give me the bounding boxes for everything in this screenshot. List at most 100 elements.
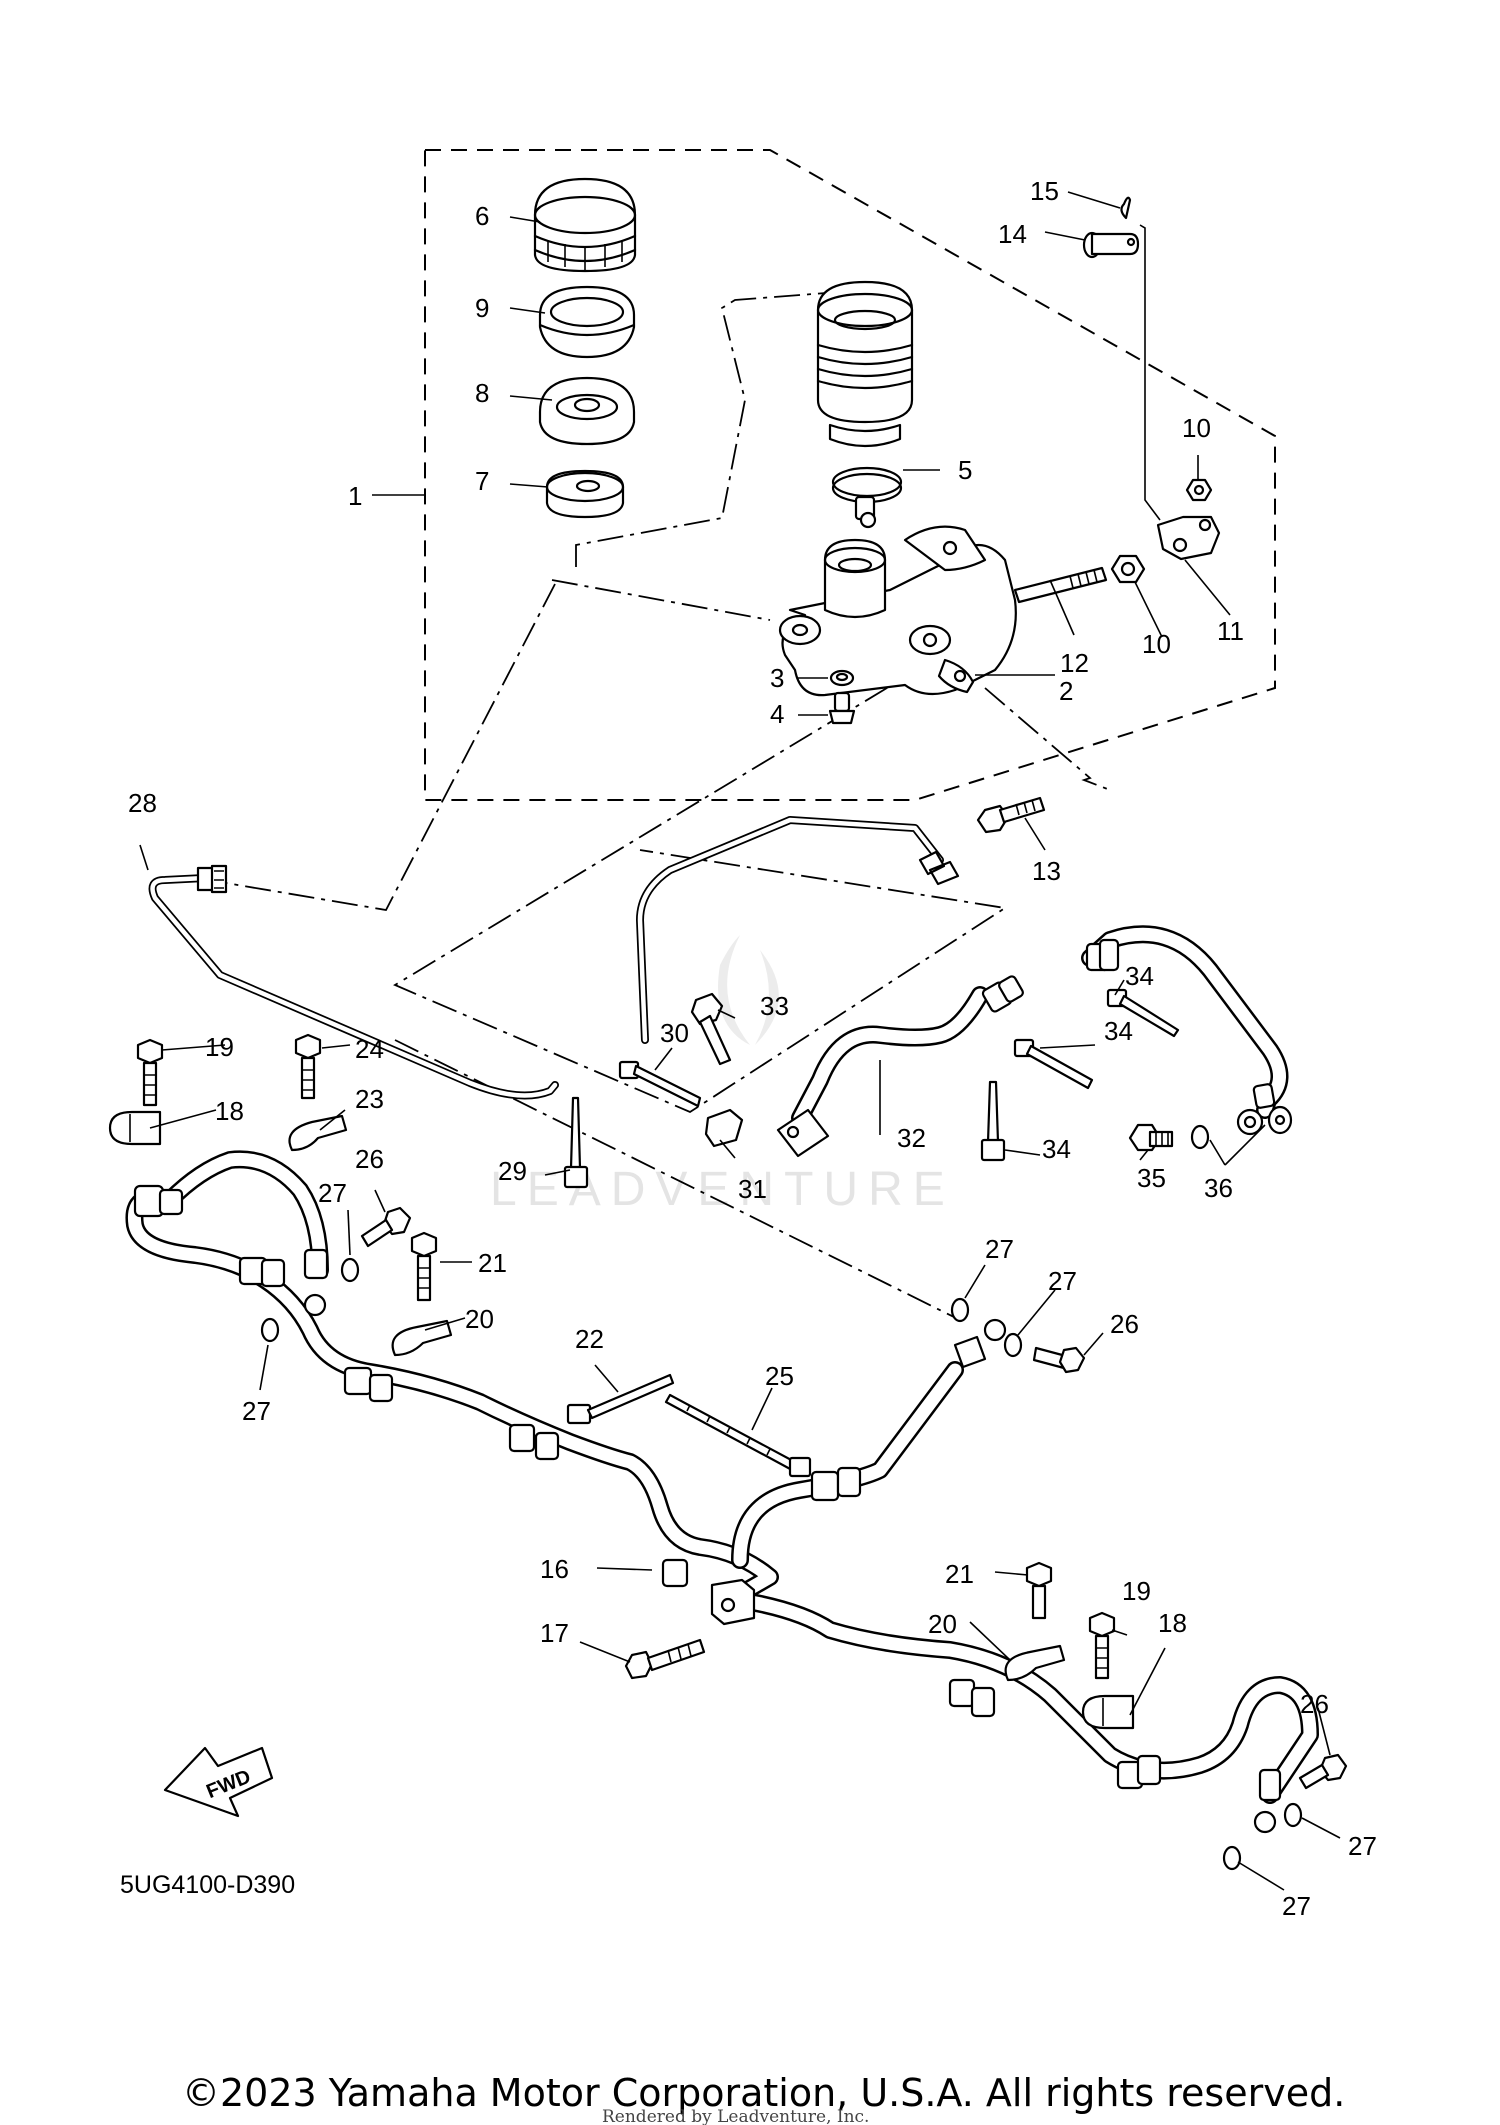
clip-31 (704, 1108, 744, 1148)
callout-27-lower-a: 27 (1348, 1831, 1377, 1861)
cable-tie-25 (664, 1393, 812, 1478)
washer-27-right (1003, 1332, 1023, 1358)
banjo-bolt-35 (1128, 1123, 1174, 1152)
clevis (1156, 515, 1221, 561)
callout-20-lower: 20 (928, 1609, 957, 1639)
bolt-33 (690, 992, 732, 1066)
push-rod (1013, 566, 1108, 604)
callout-1: 1 (348, 481, 362, 511)
hose-fittings (133, 1184, 1282, 1834)
brake-hose-32 (776, 975, 1024, 1158)
callout-2: 2 (1059, 676, 1073, 706)
leader-lines (139, 191, 1341, 1891)
reservoir-cap (533, 177, 637, 273)
master-cylinder (778, 525, 1017, 697)
callout-21-upper: 21 (478, 1248, 507, 1278)
callout-33: 33 (760, 991, 789, 1021)
cable-tie-34-a (1106, 988, 1180, 1038)
diaphragm (538, 376, 636, 446)
bolt-26-right (1032, 1346, 1086, 1374)
callout-18-right: 18 (1158, 1608, 1187, 1638)
bolt-26-upper (360, 1206, 412, 1248)
callout-27-left: 27 (242, 1396, 271, 1426)
callout-16: 16 (540, 1554, 569, 1584)
callout-26-upper: 26 (355, 1144, 384, 1174)
callout-15: 15 (1030, 176, 1059, 206)
clamp-20-upper (391, 1319, 453, 1357)
hose-clamp (831, 466, 903, 529)
callout-29: 29 (498, 1156, 527, 1186)
diaphragm-holder (538, 285, 636, 359)
callout-22: 22 (575, 1324, 604, 1354)
callout-8: 8 (475, 378, 489, 408)
brake-hose-right (731, 1361, 1319, 1804)
float-plate (545, 469, 625, 519)
clamp-18-right (1081, 1694, 1135, 1730)
callout-6: 6 (475, 201, 489, 231)
cotter-pin (1120, 196, 1132, 220)
rendered-by-notice: Rendered by Leadventure, Inc. (602, 2107, 869, 2125)
callout-35: 35 (1137, 1163, 1166, 1193)
bleed-screw (828, 691, 856, 725)
callout-27-mid: 27 (985, 1234, 1014, 1264)
callout-34-b: 34 (1104, 1016, 1133, 1046)
callout-31: 31 (738, 1174, 767, 1204)
cable-tie-30 (618, 1060, 702, 1108)
bolt-13 (976, 796, 1046, 834)
crush-washers-36 (1190, 1105, 1293, 1150)
bolt-24 (294, 1033, 322, 1100)
callout-14: 14 (998, 219, 1027, 249)
bolt-26-lower (1298, 1753, 1348, 1790)
clamp-23 (288, 1114, 348, 1152)
washer-27-left (260, 1317, 280, 1343)
callout-24: 24 (355, 1034, 384, 1064)
copyright-notice: ©2023 Yamaha Motor Corporation, U.S.A. A… (182, 2071, 1345, 2115)
callout-27-upper: 27 (318, 1178, 347, 1208)
callout-12: 12 (1060, 648, 1089, 678)
clevis-pin (1082, 231, 1140, 259)
brake-pipe-upper (636, 816, 960, 1044)
washer-27-lower-a (1283, 1802, 1303, 1828)
callout-17: 17 (540, 1618, 569, 1648)
callout-10-lower: 10 (1142, 629, 1171, 659)
callout-19-left: 19 (205, 1032, 234, 1062)
callout-3: 3 (770, 663, 784, 693)
washer-27-lower-b (1222, 1845, 1242, 1871)
callout-4: 4 (770, 699, 784, 729)
callout-labels: 1 2 3 4 5 6 7 8 9 10 10 11 12 13 14 15 1… (128, 176, 1377, 1921)
brake-hose-upper-right (1081, 925, 1289, 1119)
washer-27-upper (340, 1257, 360, 1283)
bolt-17 (624, 1638, 706, 1680)
nut-upper (1185, 478, 1213, 502)
clamp-18-left (108, 1110, 162, 1146)
clamp-20-lower (1004, 1644, 1066, 1682)
callout-32: 32 (897, 1123, 926, 1153)
callout-26-right: 26 (1110, 1309, 1139, 1339)
bolt-21-upper (410, 1231, 438, 1302)
fwd-arrow-icon: FWD (163, 1746, 274, 1818)
callout-7: 7 (475, 466, 489, 496)
callout-25: 25 (765, 1361, 794, 1391)
cable-tie-22 (566, 1373, 675, 1425)
reservoir-tank (816, 280, 914, 448)
diagram-code: 5UG4100-D390 (120, 1871, 295, 1899)
callout-10-upper: 10 (1182, 413, 1211, 443)
callout-26-lower: 26 (1300, 1689, 1329, 1719)
nut-lower (1110, 554, 1146, 584)
o-ring-small (829, 669, 855, 687)
callout-34-c: 34 (1042, 1134, 1071, 1164)
callout-27-lower-b: 27 (1282, 1891, 1311, 1921)
bolt-19-right (1088, 1611, 1116, 1680)
watermark-text: LEADVENTURE (490, 1163, 955, 1216)
brake-pipe-28 (148, 864, 559, 1100)
bolt-19-left (136, 1038, 164, 1107)
callout-34-a: 34 (1125, 961, 1154, 991)
callout-13: 13 (1032, 856, 1061, 886)
callout-30: 30 (660, 1018, 689, 1048)
washer-27-mid (950, 1297, 970, 1323)
callout-11: 11 (1217, 616, 1244, 646)
bolt-21-lower (1025, 1561, 1053, 1620)
callout-18-left: 18 (215, 1096, 244, 1126)
callout-5: 5 (958, 455, 972, 485)
